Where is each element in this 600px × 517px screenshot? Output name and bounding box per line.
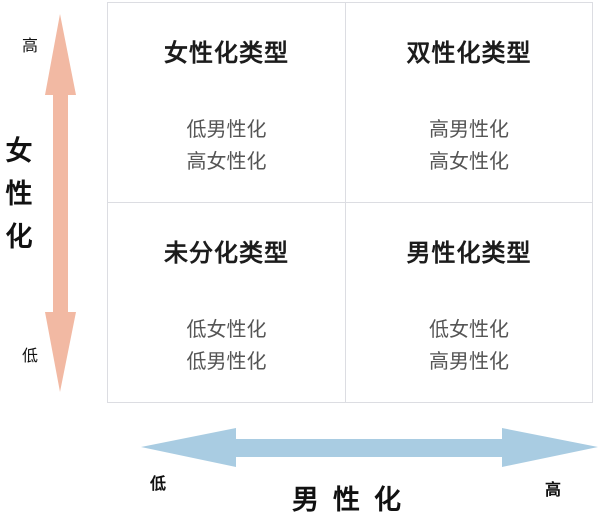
y-axis-title: 女 性 化 [5, 136, 33, 253]
quadrant-desc-line: 低女性化 [186, 317, 267, 341]
y-axis-high-label: 高 [22, 36, 39, 55]
quadrant-description: 高男性化 高女性化 [346, 113, 592, 177]
x-axis-high-label: 高 [545, 480, 562, 499]
femininity-double-arrow-icon [45, 14, 76, 392]
quadrant-description: 低女性化 低男性化 [108, 313, 345, 377]
x-axis-title: 男性化 [292, 485, 415, 516]
quadrant-title: 男性化类型 [406, 239, 532, 267]
quadrant-desc-line: 低女性化 [429, 317, 509, 341]
quadrant-description: 低女性化 高男性化 [346, 313, 592, 377]
quadrant-desc-line: 低男性化 [186, 349, 267, 373]
quadrant-androgynous: 双性化类型 高男性化 高女性化 [346, 3, 592, 203]
quadrant-description: 低男性化 高女性化 [108, 113, 345, 177]
quadrant-title: 双性化类型 [406, 39, 532, 67]
quadrant-desc-line: 高女性化 [429, 149, 509, 173]
quadrant-desc-line: 高女性化 [186, 149, 267, 173]
quadrant-grid: 女性化类型 低男性化 高女性化 双性化类型 高男性化 高女性化 未分化类型 低女… [107, 2, 593, 403]
quadrant-masculine: 男性化类型 低女性化 高男性化 [346, 203, 592, 402]
quadrant-feminine: 女性化类型 低男性化 高女性化 [108, 3, 346, 203]
quadrant-undifferentiated: 未分化类型 低女性化 低男性化 [108, 203, 346, 402]
y-axis-low-label: 低 [22, 346, 39, 365]
quadrant-desc-line: 高男性化 [429, 117, 509, 141]
masculinity-double-arrow-icon [141, 428, 598, 467]
quadrant-desc-line: 低男性化 [186, 117, 267, 141]
quadrant-title: 女性化类型 [164, 39, 289, 67]
quadrant-desc-line: 高男性化 [429, 349, 509, 373]
x-axis-low-label: 低 [150, 474, 167, 493]
quadrant-title: 未分化类型 [164, 239, 289, 267]
